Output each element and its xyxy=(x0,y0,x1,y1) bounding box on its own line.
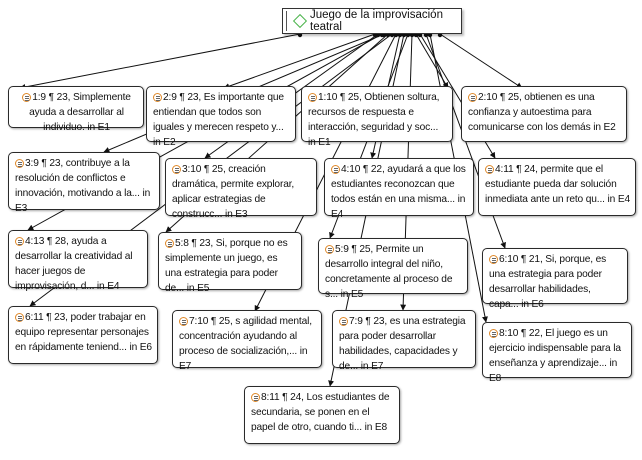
link-line xyxy=(19,33,301,90)
quotation-icon xyxy=(251,393,260,402)
quotation-icon xyxy=(172,165,181,174)
quotation-icon xyxy=(468,93,477,102)
quotation-text: 6:10 ¶ 21, Si, porque, es una estrategia… xyxy=(489,254,607,310)
quotation-icon xyxy=(325,245,334,254)
quotation-icon xyxy=(15,159,24,168)
quotation-text: 8:11 ¶ 24, Los estudiantes de secundaria… xyxy=(251,392,390,433)
quotation-text: 1:9 ¶ 23, Simplemente ayuda a desarrolla… xyxy=(29,92,131,133)
quotation-node-3-9[interactable]: 3:9 ¶ 23, contribuye a la resolución de … xyxy=(8,152,160,214)
quotation-text: 2:10 ¶ 25, obtienen es una confianza y a… xyxy=(468,92,616,133)
quotation-text: 7:10 ¶ 25, s agilidad mental, concentrac… xyxy=(179,316,312,372)
link-line xyxy=(223,33,376,90)
quotation-node-4-10[interactable]: 4:10 ¶ 22, ayudará a que los estudiantes… xyxy=(324,158,474,220)
quotation-text: 3:9 ¶ 23, contribuye a la resolución de … xyxy=(15,158,151,214)
quotation-node-6-10[interactable]: 6:10 ¶ 21, Si, porque, es una estrategia… xyxy=(482,248,628,310)
quotation-text: 4:10 ¶ 22, ayudará a que los estudiantes… xyxy=(331,164,466,220)
quotation-node-6-11[interactable]: 6:11 ¶ 23, poder trabajar en equipo repr… xyxy=(8,306,158,364)
quotation-node-8-10[interactable]: 8:10 ¶ 22, El juego es un ejercicio indi… xyxy=(482,322,632,384)
quotation-node-2-9[interactable]: 2:9 ¶ 23, Es importante que entiendan qu… xyxy=(146,86,296,148)
quotation-text: 3:10 ¶ 25, creación dramática, permite e… xyxy=(172,164,295,220)
quotation-text: 8:10 ¶ 22, El juego es un ejercicio indi… xyxy=(489,328,621,384)
quotation-icon xyxy=(489,329,498,338)
code-diamond-icon xyxy=(292,13,308,29)
quotation-node-1-9[interactable]: 1:9 ¶ 23, Simplemente ayuda a desarrolla… xyxy=(8,86,144,133)
quotation-icon xyxy=(308,93,317,102)
quotation-node-5-8[interactable]: 5:8 ¶ 23, Si, porque no es simplemente u… xyxy=(158,232,302,294)
quotation-node-8-11[interactable]: 8:11 ¶ 24, Los estudiantes de secundaria… xyxy=(244,386,400,444)
quotation-node-3-10[interactable]: 3:10 ¶ 25, creación dramática, permite e… xyxy=(165,158,317,220)
quotation-node-2-10[interactable]: 2:10 ¶ 25, obtienen es una confianza y a… xyxy=(461,86,627,142)
quotation-icon xyxy=(339,317,348,326)
quotation-icon xyxy=(485,165,494,174)
quotation-icon xyxy=(15,237,24,246)
quotation-text: 4:13 ¶ 28, ayuda a desarrollar la creati… xyxy=(15,236,133,292)
quotation-text: 1:10 ¶ 25, Obtienen soltura, recursos de… xyxy=(308,92,440,148)
quotation-icon xyxy=(165,239,174,248)
quotation-icon xyxy=(22,93,32,102)
quotation-node-7-10[interactable]: 7:10 ¶ 25, s agilidad mental, concentrac… xyxy=(172,310,322,372)
quotation-node-5-9[interactable]: 5:9 ¶ 25, Permite un desarrollo integral… xyxy=(318,238,468,300)
quotation-node-4-13[interactable]: 4:13 ¶ 28, ayuda a desarrollar la creati… xyxy=(8,230,148,292)
quotation-node-1-10[interactable]: 1:10 ¶ 25, Obtienen soltura, recursos de… xyxy=(301,86,453,148)
quotation-text: 4:11 ¶ 24, permite que el estudiante pue… xyxy=(485,164,630,205)
root-label: Juego de la improvisación teatral xyxy=(310,9,443,33)
quotation-text: 7:9 ¶ 23, es una estrategia para poder d… xyxy=(339,316,466,372)
quotation-icon xyxy=(15,313,24,322)
root-code-node[interactable]: Juego de la improvisación teatral xyxy=(282,8,462,34)
quotation-text: 5:8 ¶ 23, Si, porque no es simplemente u… xyxy=(165,238,288,294)
quotation-node-4-11[interactable]: 4:11 ¶ 24, permite que el estudiante pue… xyxy=(478,158,636,216)
node-handle xyxy=(286,11,287,31)
quotation-icon xyxy=(153,93,162,102)
quotation-text: 6:11 ¶ 23, poder trabajar en equipo repr… xyxy=(15,312,152,353)
quotation-node-7-9[interactable]: 7:9 ¶ 23, es una estrategia para poder d… xyxy=(332,310,476,372)
quotation-icon xyxy=(179,317,188,326)
quotation-icon xyxy=(489,255,498,264)
quotation-text: 5:9 ¶ 25, Permite un desarrollo integral… xyxy=(325,244,453,300)
quotation-icon xyxy=(331,165,340,174)
link-line xyxy=(439,33,523,89)
quotation-text: 2:9 ¶ 23, Es importante que entiendan qu… xyxy=(153,92,284,148)
